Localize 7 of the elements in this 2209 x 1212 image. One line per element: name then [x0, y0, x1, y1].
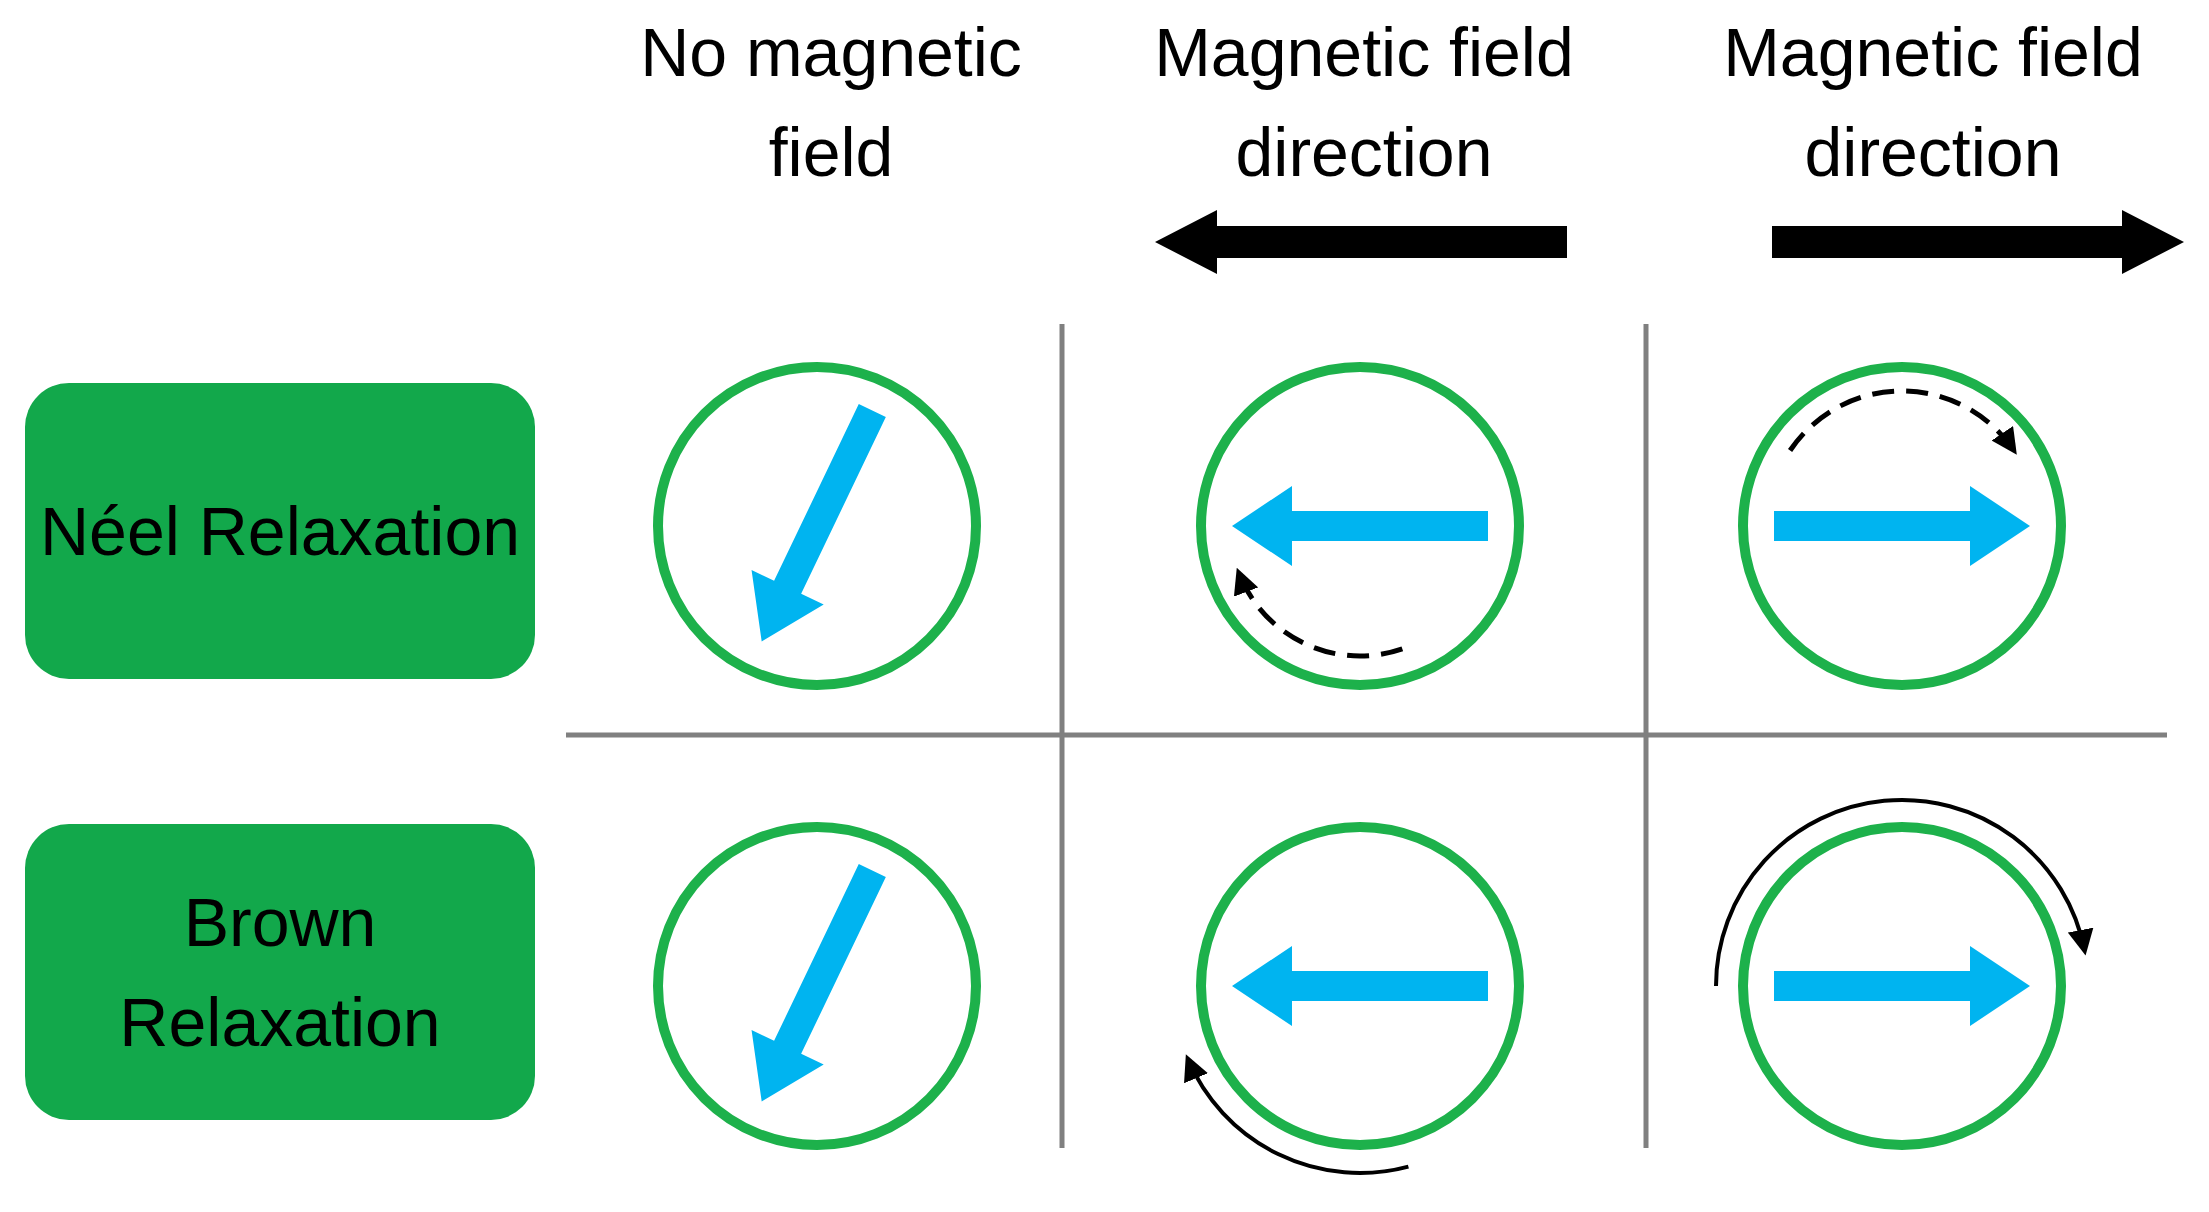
- label-box: [25, 824, 535, 1120]
- box-label: Néel Relaxation: [39, 492, 521, 571]
- column-heading: No magnetic field: [639, 13, 1023, 192]
- box-label: Brown Relaxation: [118, 883, 442, 1062]
- column-heading: Magnetic field direction: [1722, 13, 2144, 192]
- label-box: [25, 383, 535, 679]
- column-heading: Magnetic field direction: [1153, 13, 1575, 192]
